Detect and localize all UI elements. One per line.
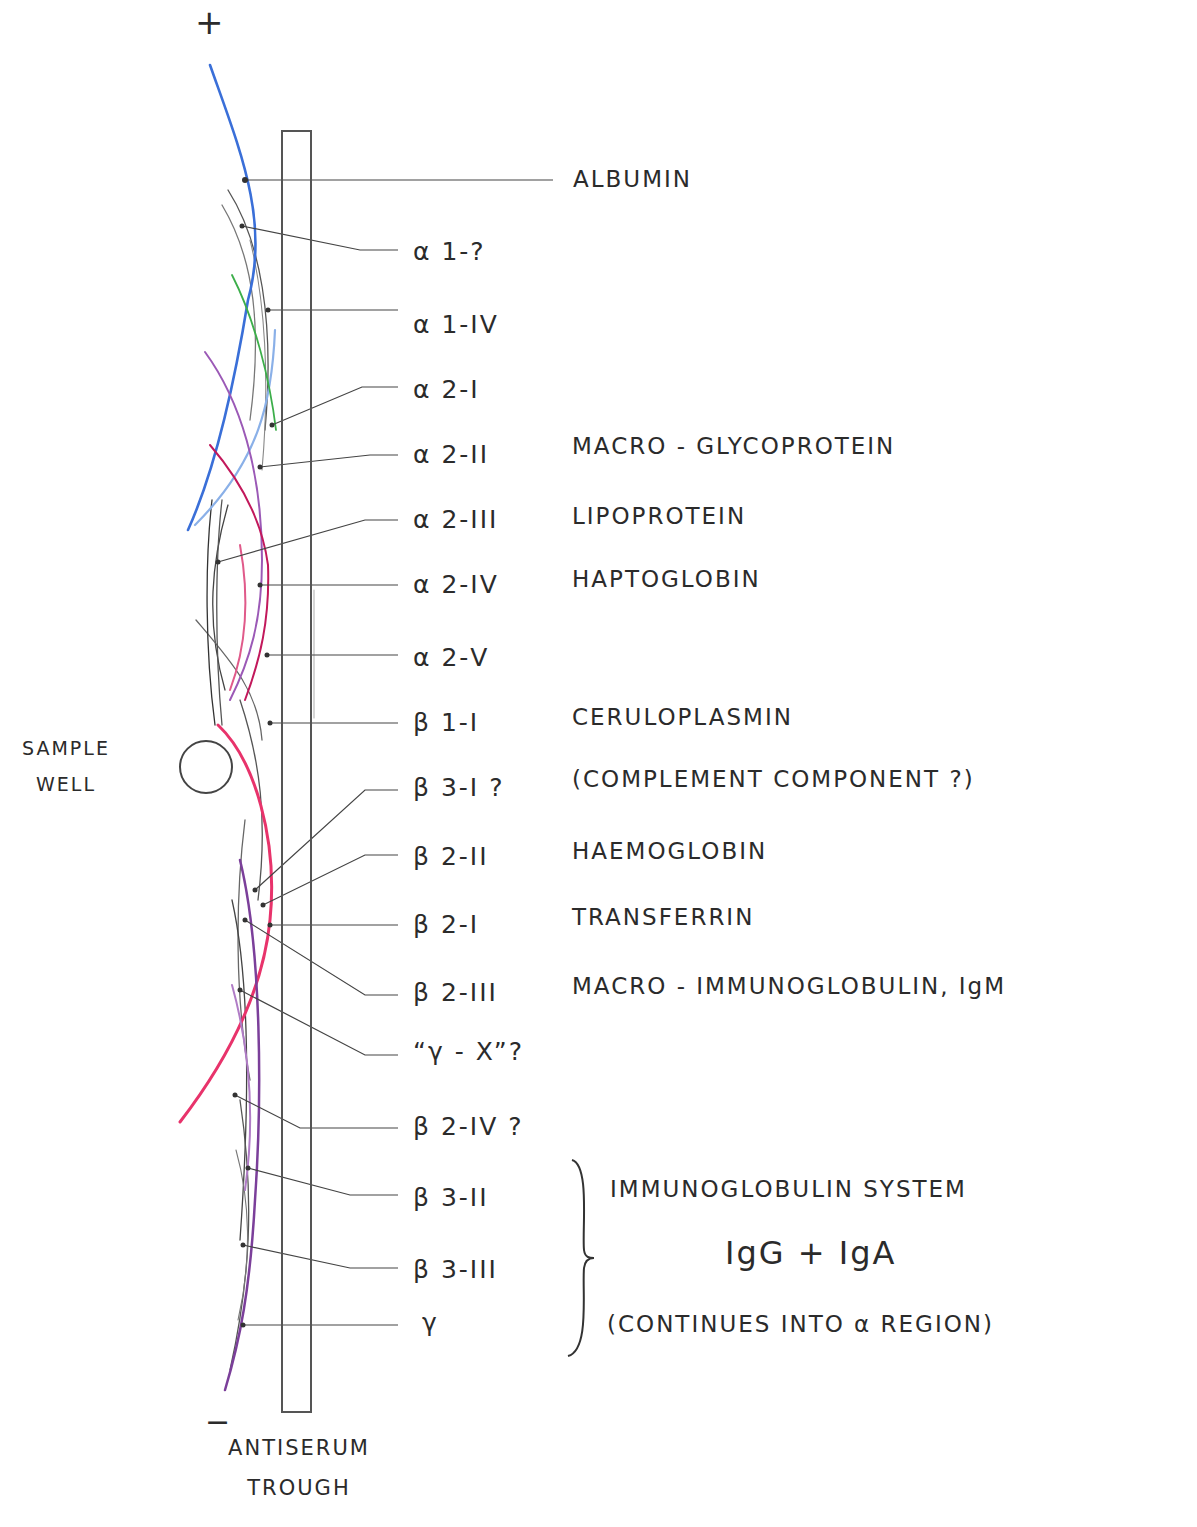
- protein-name: HAEMOGLOBIN: [572, 838, 767, 866]
- fraction-label: α 2-I: [413, 375, 480, 405]
- leader-dot: [258, 465, 263, 470]
- leader-dot: [243, 918, 248, 923]
- leader-dot: [253, 888, 258, 893]
- leader-line: [245, 920, 398, 995]
- fraction-label: β 3-II: [413, 1183, 489, 1213]
- fraction-label: “γ - X”?: [413, 1037, 524, 1067]
- leader-dot: [241, 1243, 246, 1248]
- protein-name: TRANSFERRIN: [572, 904, 754, 932]
- fraction-label: β 2-II: [413, 842, 489, 872]
- protein-name: MACRO - IMMUNOGLOBULIN, IgM: [572, 973, 1006, 1001]
- leader-line: [270, 924, 398, 925]
- fraction-label: β 3-I ?: [413, 773, 504, 803]
- leader-dot: [265, 653, 270, 658]
- precipitin-arc: [180, 725, 272, 1122]
- leader-dot: [238, 988, 243, 993]
- leader-line: [270, 722, 398, 723]
- fraction-label: α 1-IV: [413, 310, 499, 340]
- fraction-label: α 2-IV: [413, 570, 499, 600]
- leader-dot: [246, 1166, 251, 1171]
- leader-line: [267, 654, 398, 655]
- protein-name: LIPOPROTEIN: [572, 503, 746, 531]
- leader-dot: [258, 583, 263, 588]
- precipitin-arc: [210, 445, 268, 700]
- fraction-label: β 3-III: [413, 1255, 498, 1285]
- fraction-label: γ: [422, 1308, 439, 1338]
- leader-dot: [240, 224, 245, 229]
- leader-dot: [233, 1093, 238, 1098]
- fraction-label: β 1-I: [413, 708, 479, 738]
- leader-line: [218, 520, 398, 562]
- range-line: [313, 590, 314, 718]
- leader-line: [235, 1095, 398, 1128]
- leader-line: [245, 179, 553, 180]
- precipitin-arc: [232, 985, 250, 1190]
- leader-line: [243, 1324, 398, 1325]
- leader-line: [268, 309, 398, 310]
- leader-dot: [216, 560, 221, 565]
- polarity-sign: −: [205, 1404, 232, 1440]
- antiserum-trough: ANTISERUM TROUGH: [281, 130, 312, 1413]
- leader-dot: [268, 721, 273, 726]
- leader-line: [242, 226, 398, 250]
- fraction-label: β 2-III: [413, 978, 498, 1008]
- leader-line: [243, 1245, 398, 1268]
- precipitin-arc: [207, 500, 215, 725]
- protein-name: HAPTOGLOBIN: [572, 566, 761, 594]
- leader-dot: [261, 903, 266, 908]
- leader-dot: [268, 923, 273, 928]
- protein-name: IgG + IgA: [725, 1234, 896, 1272]
- brace: [568, 1160, 594, 1356]
- precipitin-arc: [217, 500, 222, 725]
- fraction-label: α 2-V: [413, 643, 489, 673]
- leader-dot: [270, 423, 275, 428]
- leader-dot: [242, 177, 248, 183]
- fraction-label: α 1-?: [413, 237, 486, 267]
- fraction-label: α 2-III: [413, 505, 498, 535]
- fraction-label: α 2-II: [413, 440, 489, 470]
- protein-name: MACRO - GLYCOPROTEIN: [572, 433, 895, 461]
- precipitin-arc: [232, 275, 276, 430]
- fraction-label: β 2-IV ?: [413, 1112, 524, 1142]
- leader-dot: [241, 1323, 246, 1328]
- fraction-label: β 2-I: [413, 910, 479, 940]
- precipitin-arc: [205, 352, 262, 700]
- precipitin-arc: [213, 505, 228, 690]
- precipitin-arc: [230, 545, 245, 690]
- leader-dot: [266, 308, 271, 313]
- protein-name: (CONTINUES INTO α REGION): [607, 1311, 994, 1339]
- polarity-sign: +: [195, 2, 226, 43]
- leader-line: [248, 1168, 398, 1195]
- leader-line: [240, 990, 398, 1055]
- protein-name: ALBUMIN: [573, 166, 692, 194]
- precipitin-arc: [225, 860, 259, 1390]
- protein-name: (COMPLEMENT COMPONENT ?): [572, 766, 975, 794]
- leader-line: [255, 790, 398, 890]
- leader-line: [263, 855, 398, 905]
- node-label: SAMPLE WELL: [6, 730, 126, 802]
- node-label: ANTISERUM TROUGH: [214, 1429, 384, 1509]
- protein-name: CERULOPLASMIN: [572, 704, 793, 732]
- protein-name: IMMUNOGLOBULIN SYSTEM: [610, 1176, 967, 1204]
- sample-well: SAMPLE WELL: [179, 740, 233, 794]
- leader-line: [272, 387, 398, 425]
